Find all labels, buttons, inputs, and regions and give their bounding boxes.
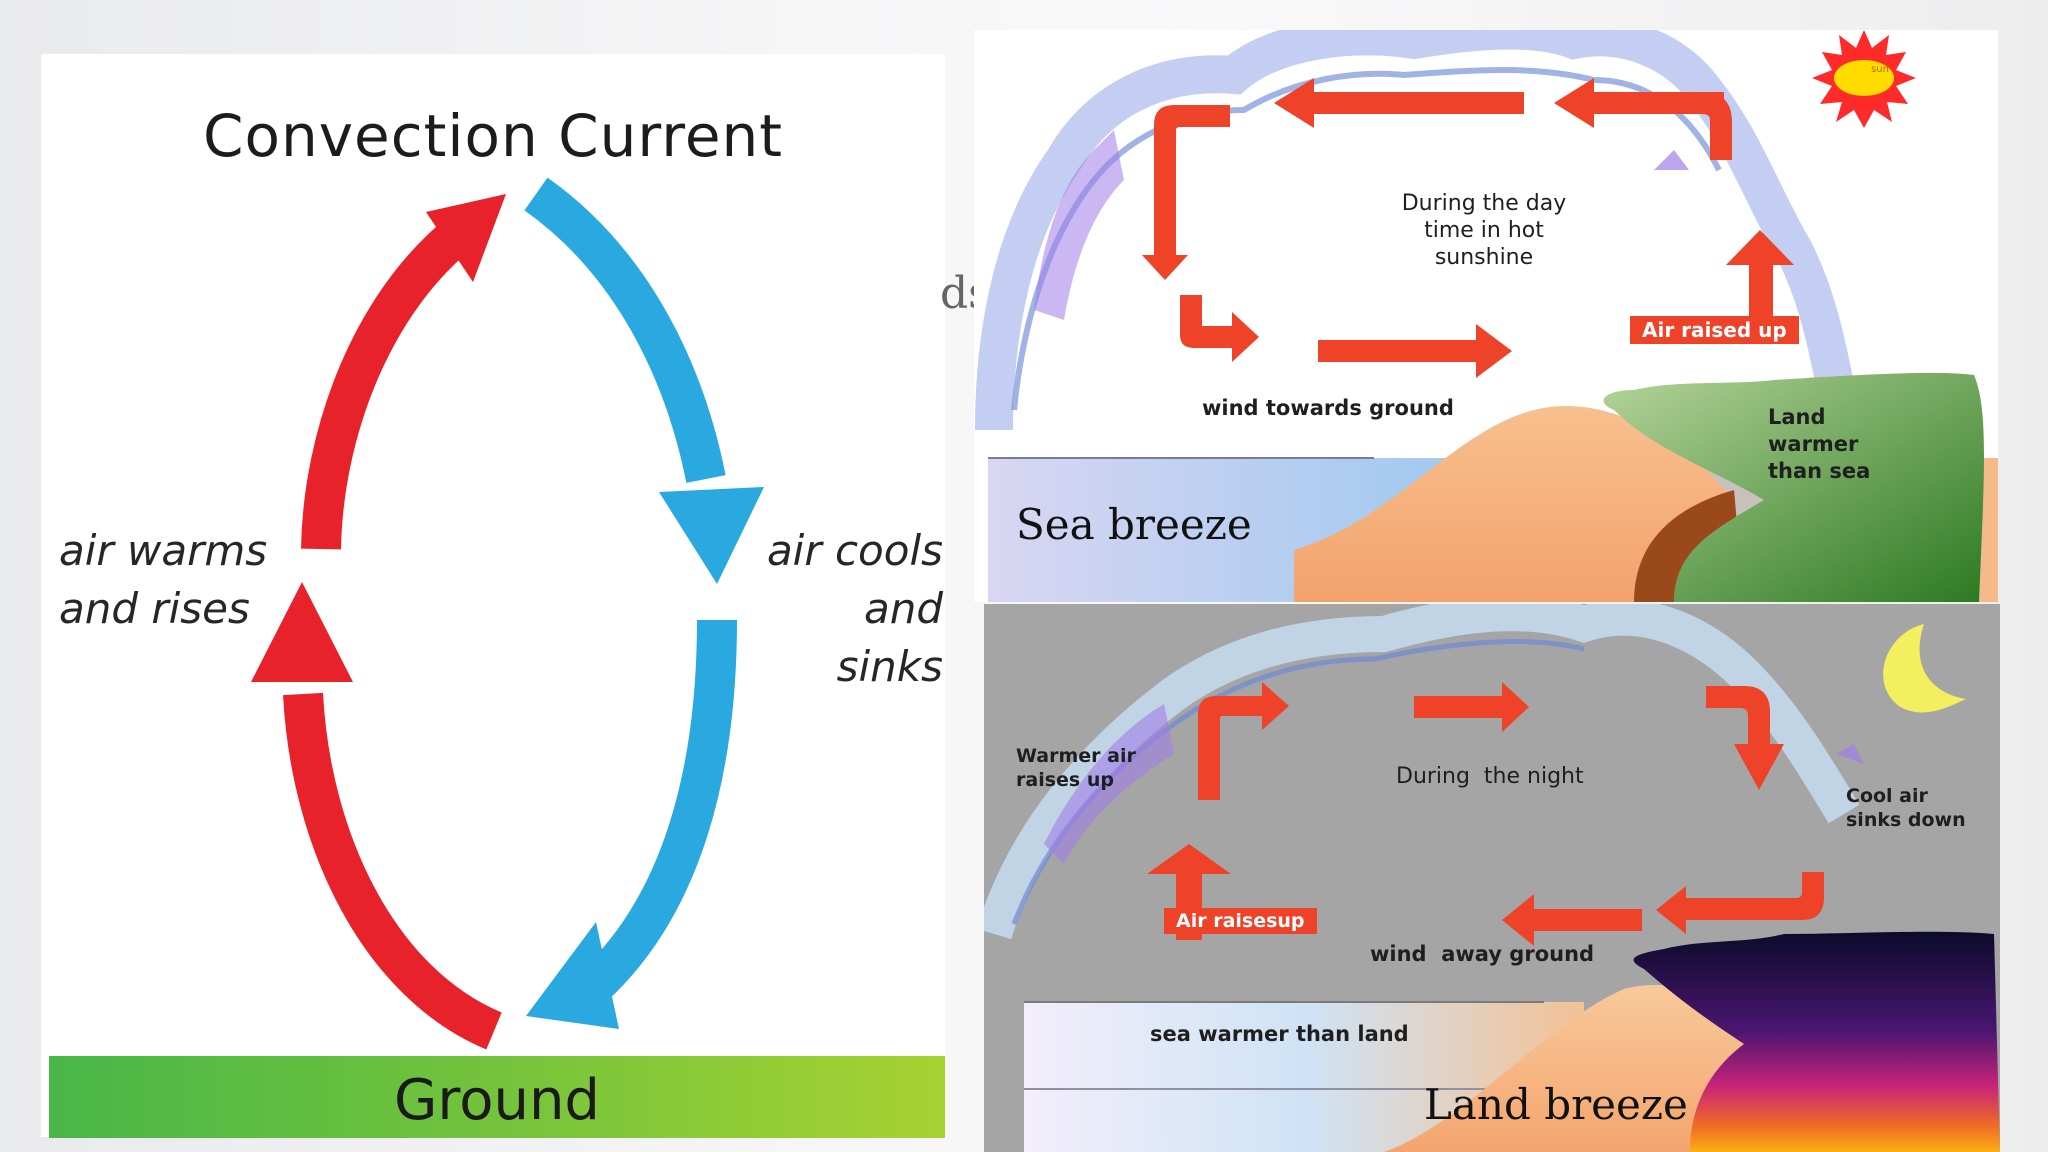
land-warmer-label: Land warmer than sea <box>1768 404 1870 485</box>
cool-air-label: Cool air sinks down <box>1846 784 1966 832</box>
day-description: During the day time in hot sunshine <box>1354 190 1614 271</box>
day-description-line2: time in hot <box>1424 218 1544 243</box>
sun-label: sun <box>1871 64 1889 75</box>
sea-breeze-title: Sea breeze <box>1016 500 1252 549</box>
day-description-line3: sunshine <box>1434 245 1534 270</box>
moon-icon <box>1883 624 1966 713</box>
land-breeze-illustration <box>984 604 2000 1152</box>
land-breeze-diagram: Warmer air raises up During the night Co… <box>984 604 2000 1152</box>
warmer-air-label: Warmer air raises up <box>1016 744 1136 792</box>
left-label-line2: and rises <box>59 584 250 633</box>
convection-current-diagram: Convection Current air warms and rises a… <box>41 54 945 1138</box>
cool-sinking-arrow-upper <box>524 177 764 584</box>
convection-loop-arrows <box>251 177 764 1050</box>
diagram-title: Convection Current <box>202 102 784 170</box>
sea-breeze-illustration <box>975 30 1998 602</box>
cool-air-line2: sinks down <box>1846 809 1966 831</box>
left-label-line1: air warms <box>59 526 268 575</box>
stray-text: ds <box>940 268 974 319</box>
left-label: air warms and rises <box>59 522 267 638</box>
warmer-air-line2: raises up <box>1016 769 1114 791</box>
warm-rising-arrow-upper <box>301 194 506 550</box>
night-land-area <box>1633 931 2000 1152</box>
day-description-line1: During the day <box>1401 191 1567 216</box>
sea-warmer-label: sea warmer than land <box>1150 1022 1409 1046</box>
land-warmer-line1: Land <box>1768 405 1826 429</box>
right-label-line2: and sinks <box>836 584 943 691</box>
land-breeze-title: Land breeze <box>1424 1080 1688 1129</box>
cool-sinking-arrow-lower <box>526 619 737 1029</box>
warmer-air-line1: Warmer air <box>1016 745 1136 767</box>
cool-air-line1: Cool air <box>1846 785 1928 807</box>
right-label: air cools and sinks <box>753 522 943 696</box>
sea-breeze-diagram: During the day time in hot sunshine Air … <box>974 30 1998 602</box>
land-breeze-airflow-arrows <box>1147 682 1824 946</box>
warm-rising-arrow-lower <box>251 582 503 1050</box>
land-warmer-line3: than sea <box>1768 459 1871 483</box>
land-warmer-line2: warmer <box>1768 432 1859 456</box>
night-description: During the night <box>1396 764 1584 789</box>
ground-label: Ground <box>394 1068 600 1133</box>
air-raised-tag: Air raised up <box>1630 316 1799 344</box>
wind-towards-ground-label: wind towards ground <box>1202 396 1454 420</box>
wind-away-ground-label: wind away ground <box>1370 942 1595 966</box>
land-area <box>1603 372 1984 602</box>
air-raises-tag: Air raisesup <box>1164 908 1317 934</box>
ground-bar: Ground <box>49 1056 945 1138</box>
sun-icon <box>1812 30 1916 128</box>
sea-breeze-airflow-arrows <box>1142 78 1794 378</box>
right-label-line1: air cools <box>766 526 943 575</box>
